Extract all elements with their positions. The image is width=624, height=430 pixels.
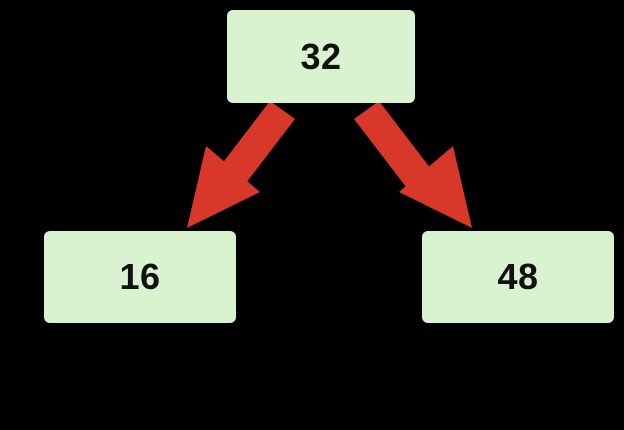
tree-node-left-child[interactable]: 16 — [44, 231, 236, 323]
tree-node-right-child[interactable]: 48 — [422, 231, 614, 323]
edge-root-to-right-arrowhead — [399, 146, 472, 228]
edge-root-to-left-shaft — [208, 101, 295, 200]
tree-node-right-child-label: 48 — [497, 256, 539, 297]
tree-node-root[interactable]: 32 — [227, 10, 415, 103]
edge-root-to-right-shaft — [354, 101, 441, 200]
edge-root-to-left — [187, 101, 295, 228]
tree-node-root-label: 32 — [300, 35, 342, 77]
edge-root-to-right — [354, 101, 472, 228]
edge-root-to-left-arrowhead — [187, 146, 260, 228]
tree-node-left-child-label: 16 — [119, 256, 161, 297]
